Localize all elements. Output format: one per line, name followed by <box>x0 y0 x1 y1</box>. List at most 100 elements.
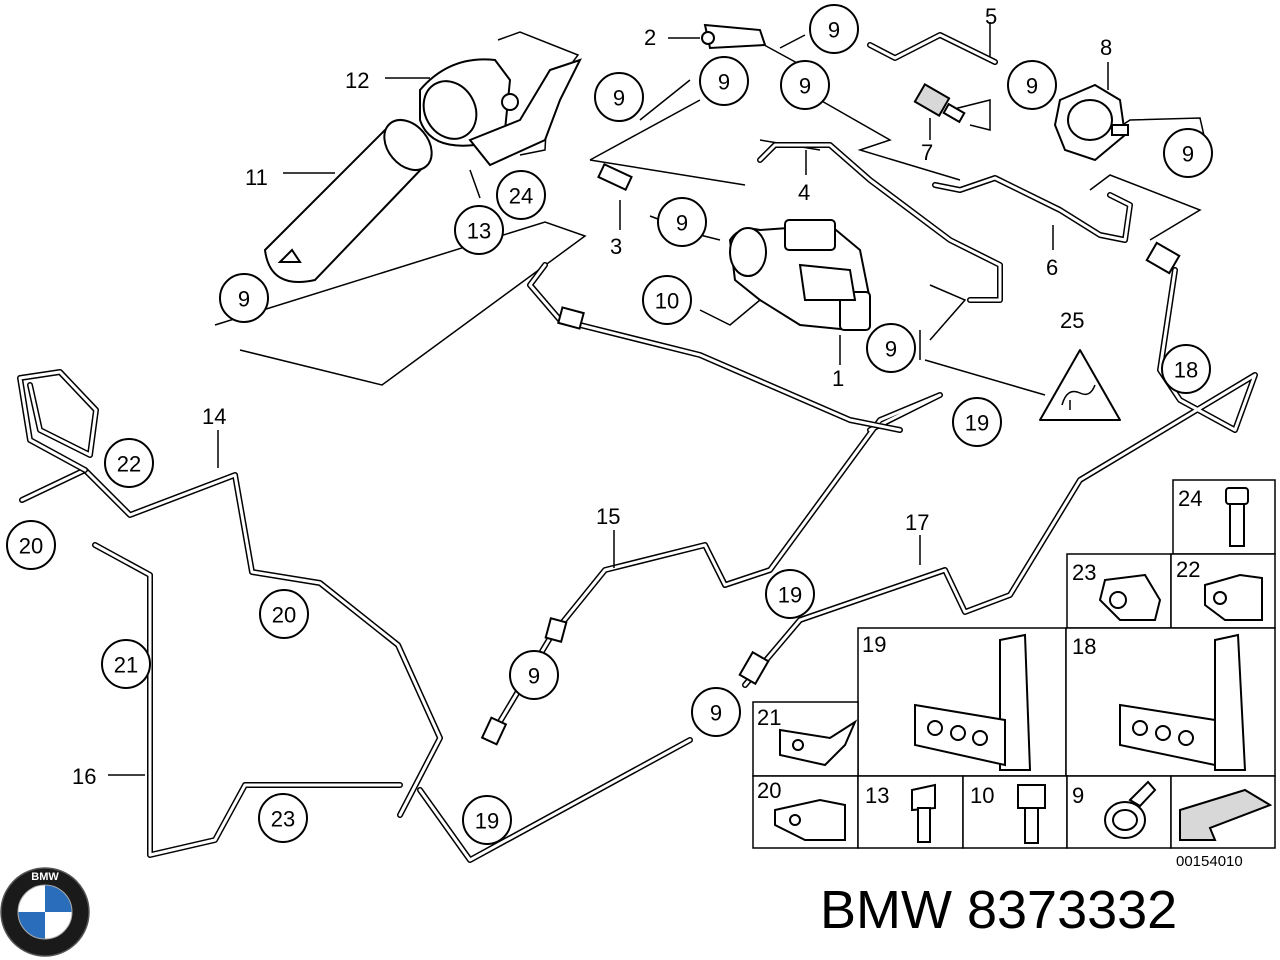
svg-text:9: 9 <box>613 86 625 111</box>
svg-text:9: 9 <box>799 74 811 99</box>
callout-20-b: 20 <box>259 589 309 639</box>
pipe-19-lower <box>417 737 693 863</box>
holder-19-icon <box>914 633 1032 771</box>
label-8: 8 <box>1100 35 1112 60</box>
svg-text:9: 9 <box>238 287 250 312</box>
svg-text:9: 9 <box>718 70 730 95</box>
label-7: 7 <box>921 140 933 165</box>
table-label-19: 19 <box>862 632 886 657</box>
table-label-18: 18 <box>1072 634 1096 659</box>
table-label-13: 13 <box>865 783 889 808</box>
table-label-20: 20 <box>757 778 781 803</box>
pipe-4 <box>757 142 1003 303</box>
table-label-23: 23 <box>1072 560 1096 585</box>
pipe-16 <box>92 542 403 858</box>
callout-19-a: 19 <box>952 397 1002 447</box>
svg-text:9: 9 <box>1182 142 1194 167</box>
svg-text:9: 9 <box>528 664 540 689</box>
callout-9-h: 9 <box>219 273 269 323</box>
label-6: 6 <box>1046 255 1058 280</box>
callout-19-b: 19 <box>765 569 815 619</box>
label-2: 2 <box>644 25 656 50</box>
label-11: 11 <box>245 165 268 190</box>
part-caption: BMW 8373332 <box>820 880 1177 940</box>
svg-text:19: 19 <box>778 583 802 608</box>
label-leaders <box>108 37 1109 776</box>
svg-text:24: 24 <box>509 184 533 209</box>
callout-20-a: 20 <box>6 520 56 570</box>
pipe-6 <box>932 175 1133 243</box>
callout-13: 13 <box>454 205 504 255</box>
svg-text:10: 10 <box>655 289 679 314</box>
pipe-14 <box>19 467 443 818</box>
callout-21: 21 <box>101 639 151 689</box>
holder-18-icon <box>1119 633 1247 771</box>
reference-code: 00154010 <box>1176 853 1243 870</box>
callout-9-f: 9 <box>1163 128 1213 178</box>
callout-9-c: 9 <box>699 56 749 106</box>
svg-text:9: 9 <box>828 18 840 43</box>
svg-text:9: 9 <box>885 337 897 362</box>
bmw-logo-letters: BMW <box>31 871 59 883</box>
caption-brand: BMW <box>820 880 952 940</box>
connector-sleeves <box>480 162 1181 746</box>
direction-arrow-icon <box>1179 788 1273 841</box>
parts-table: 24 23 22 19 18 21 20 13 10 9 <box>752 479 1276 849</box>
bolt-10-icon <box>1017 784 1046 844</box>
connector-2 <box>701 23 767 50</box>
bmw-logo: BMW <box>0 867 90 957</box>
svg-text:13: 13 <box>467 219 491 244</box>
callout-9-d: 9 <box>780 60 830 110</box>
label-5: 5 <box>985 4 997 29</box>
callout-9-j: 9 <box>509 650 559 700</box>
label-1: 1 <box>832 366 844 391</box>
svg-text:21: 21 <box>114 653 138 678</box>
callout-19-c: 19 <box>462 795 512 845</box>
pump-1 <box>728 219 872 332</box>
callout-9-b: 9 <box>594 72 644 122</box>
label-15: 15 <box>596 504 620 529</box>
callout-9-e: 9 <box>1007 60 1057 110</box>
pipe-loop-22 <box>17 369 99 473</box>
svg-text:9: 9 <box>1026 74 1038 99</box>
svg-text:22: 22 <box>117 452 141 477</box>
svg-text:9: 9 <box>710 701 722 726</box>
fitting-7 <box>913 82 966 124</box>
label-12: 12 <box>345 68 369 93</box>
clip-23-icon <box>1098 573 1162 621</box>
callout-23: 23 <box>258 793 308 843</box>
svg-text:20: 20 <box>272 603 296 628</box>
callout-18: 18 <box>1161 344 1211 394</box>
hose-clamp-9-icon <box>1104 780 1157 839</box>
callout-10: 10 <box>642 275 692 325</box>
bolt-13-icon <box>911 783 936 843</box>
label-4: 4 <box>798 180 810 205</box>
pipe-network <box>17 32 1258 863</box>
valve-8 <box>1053 83 1129 162</box>
svg-text:23: 23 <box>271 807 295 832</box>
svg-text:20: 20 <box>19 534 43 559</box>
table-label-22: 22 <box>1176 557 1200 582</box>
label-14: 14 <box>202 404 226 429</box>
label-3: 3 <box>610 234 622 259</box>
clip-22-icon <box>1204 573 1263 621</box>
caption-part-number: 8373332 <box>966 880 1178 940</box>
bolt-24-icon <box>1225 487 1249 547</box>
svg-text:18: 18 <box>1174 358 1198 383</box>
label-17: 17 <box>905 510 929 535</box>
callout-9-k: 9 <box>691 687 741 737</box>
callout-9-a: 9 <box>809 4 859 54</box>
callout-9-g: 9 <box>657 197 707 247</box>
filter-canister-11 <box>263 118 433 283</box>
pipe-upper-19 <box>527 262 903 433</box>
svg-text:19: 19 <box>475 809 499 834</box>
plain-labels: 1 2 3 4 5 6 7 8 11 12 14 15 16 17 25 <box>72 4 1112 789</box>
label-16: 16 <box>72 764 96 789</box>
callout-24: 24 <box>496 170 546 220</box>
table-label-9: 9 <box>1072 783 1084 808</box>
clip-20-icon <box>774 798 846 841</box>
pipe-5 <box>867 32 998 65</box>
svg-text:9: 9 <box>676 211 688 236</box>
svg-text:19: 19 <box>965 411 989 436</box>
